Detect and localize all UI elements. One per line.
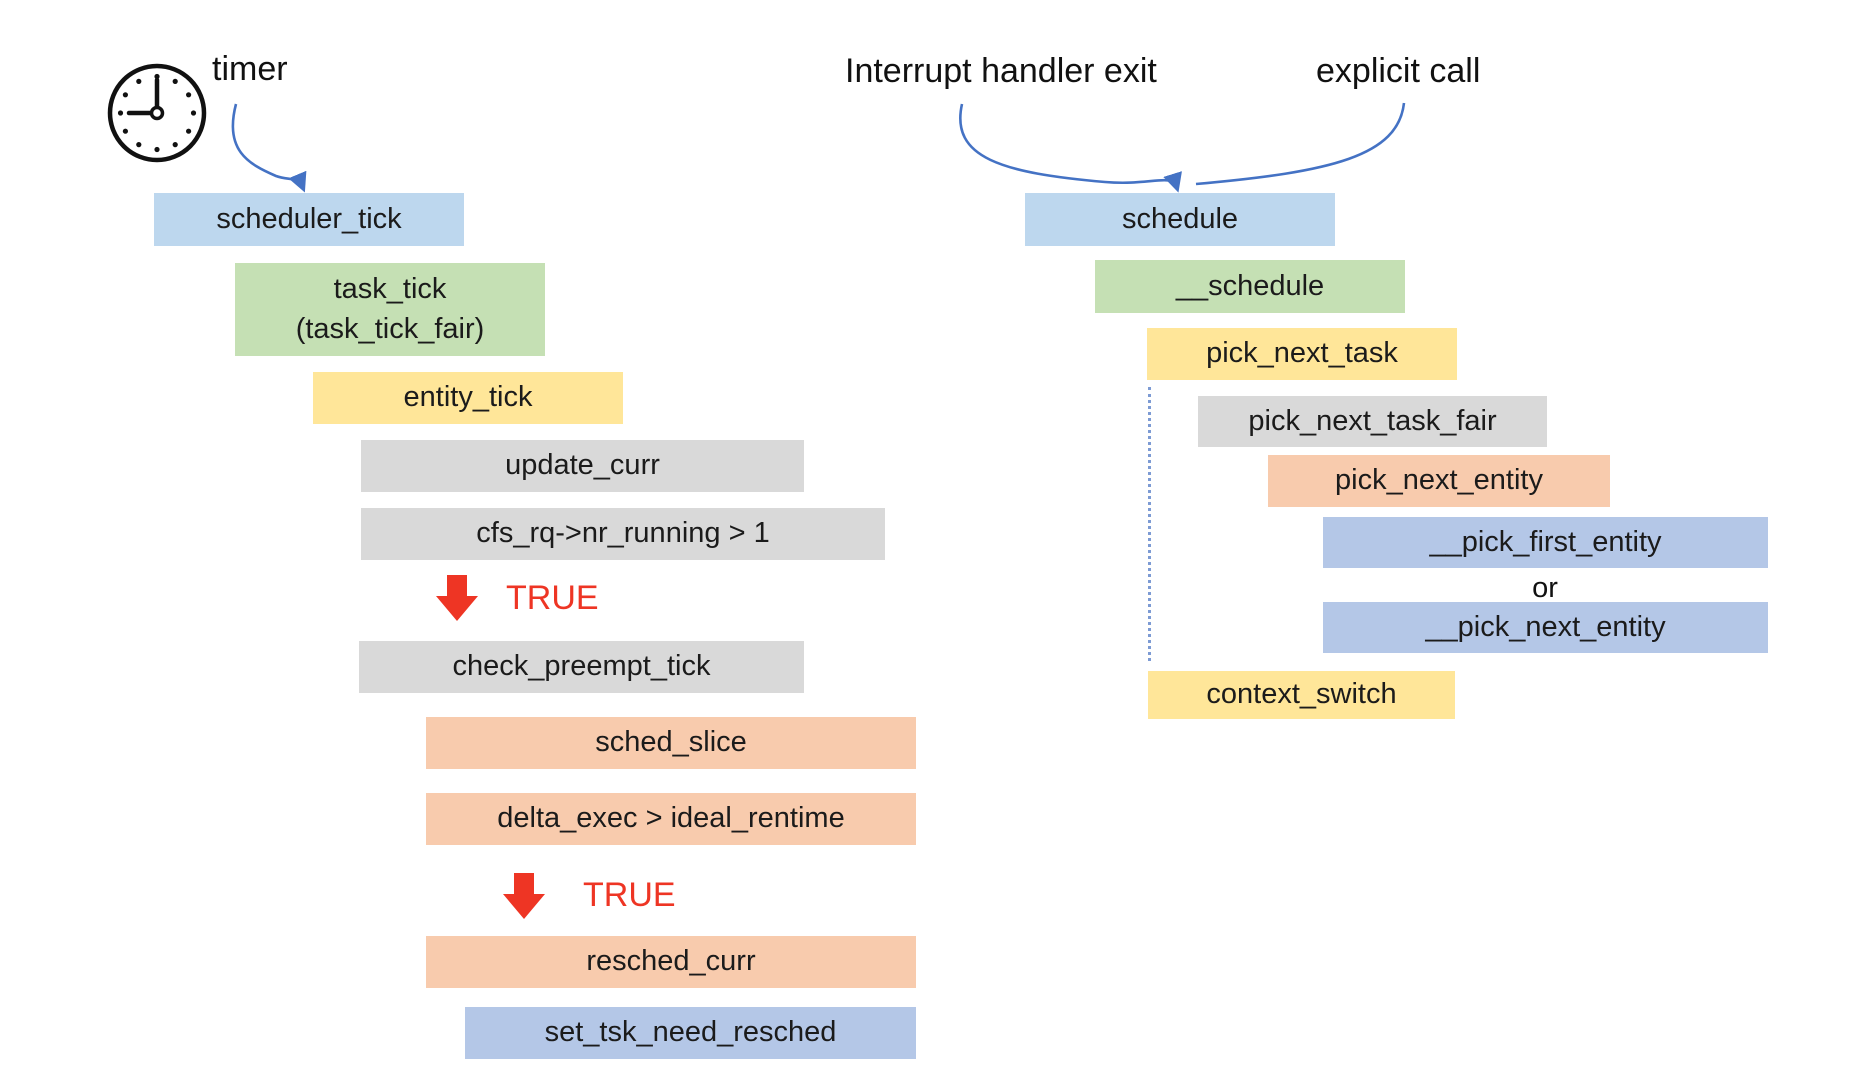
explicit-call-arrow [1195,102,1406,186]
box-entity-tick-label: entity_tick [403,381,533,414]
interrupt-handler-exit-label: Interrupt handler exit [845,52,1157,90]
clock-icon [107,63,207,163]
or-label: or [1532,572,1558,604]
box-task-tick: task_tick (task_tick_fair) [235,263,545,356]
box-underscore-schedule-label: __schedule [1175,269,1325,302]
box-pick-next-task-fair: pick_next_task_fair [1198,396,1547,447]
box-pick-next-task: pick_next_task [1147,328,1457,380]
box-update-curr-label: update_curr [505,449,660,482]
timer-label: timer [212,50,288,88]
box-pick-next-entity-low-label: __pick_next_entity [1425,610,1666,643]
box-resched-curr-label: resched_curr [586,945,756,978]
timer-arrow [231,103,307,193]
explicit-call-label: explicit call [1316,52,1481,90]
box-schedule: schedule [1025,193,1335,246]
box-underscore-schedule: __schedule [1095,260,1405,313]
box-pick-next-task-fair-label: pick_next_task_fair [1248,404,1497,437]
box-pick-first-entity-label: __pick_first_entity [1429,525,1662,558]
box-pick-first-entity: __pick_first_entity [1323,517,1768,568]
box-pick-next-entity-label: pick_next_entity [1335,464,1543,497]
box-task-tick-label-line1: task_tick [333,273,447,306]
true-arrow-1 [436,575,478,621]
true-label-2: TRUE [583,876,676,914]
box-sched-slice: sched_slice [426,717,916,769]
call-sequence-dotted-line [1148,387,1151,661]
box-delta-exec-check-label: delta_exec > ideal_rentime [497,802,845,835]
box-check-preempt-tick-label: check_preempt_tick [452,650,711,683]
box-nr-running-check: cfs_rq->nr_running > 1 [361,508,885,560]
box-task-tick-label-line2: (task_tick_fair) [295,312,485,345]
box-context-switch: context_switch [1148,671,1455,719]
box-entity-tick: entity_tick [313,372,623,424]
box-context-switch-label: context_switch [1206,678,1397,711]
box-scheduler-tick: scheduler_tick [154,193,464,246]
box-update-curr: update_curr [361,440,804,492]
box-pick-next-entity: pick_next_entity [1268,455,1610,507]
box-resched-curr: resched_curr [426,936,916,988]
box-nr-running-check-label: cfs_rq->nr_running > 1 [476,517,770,550]
interrupt-exit-arrow [959,103,1182,193]
true-label-1: TRUE [506,579,599,617]
box-delta-exec-check: delta_exec > ideal_rentime [426,793,916,845]
box-set-tsk-need-resched-label: set_tsk_need_resched [544,1016,837,1049]
box-pick-next-entity-low: __pick_next_entity [1323,602,1768,653]
box-sched-slice-label: sched_slice [595,726,747,759]
box-set-tsk-need-resched: set_tsk_need_resched [465,1007,916,1059]
box-check-preempt-tick: check_preempt_tick [359,641,804,693]
box-schedule-label: schedule [1121,202,1239,235]
true-arrow-2 [503,873,545,919]
box-scheduler-tick-label: scheduler_tick [216,202,402,235]
box-pick-next-task-label: pick_next_task [1206,337,1398,370]
